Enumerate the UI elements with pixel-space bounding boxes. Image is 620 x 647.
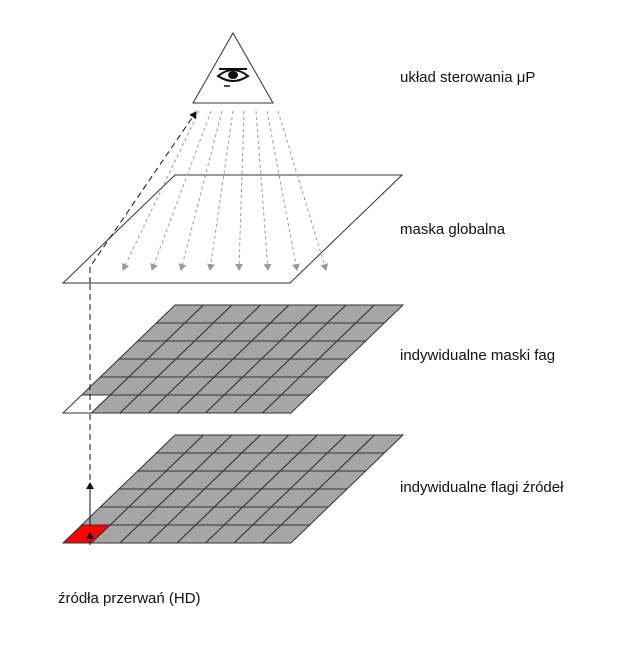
individual-masks-label: indywidualne maski fag [400,347,555,364]
individual-flags-grid [61,434,405,544]
sources-label: źródła przerwań (HD) [58,590,201,607]
individual-flags-label: indywidualne flagi źródeł [400,479,564,496]
eye-in-triangle-icon [216,68,250,87]
interrupt-signal-path [89,111,197,480]
controller-triangle [192,31,274,104]
global-mask-plane [61,174,404,284]
control-signal-arrows [121,110,329,271]
controller-label: układ sterowania μP [400,69,535,86]
grid-cell [261,394,311,414]
individual-masks-grid [61,304,405,414]
global-mask-label: maska globalna [400,221,506,238]
grid-cell [261,524,311,544]
